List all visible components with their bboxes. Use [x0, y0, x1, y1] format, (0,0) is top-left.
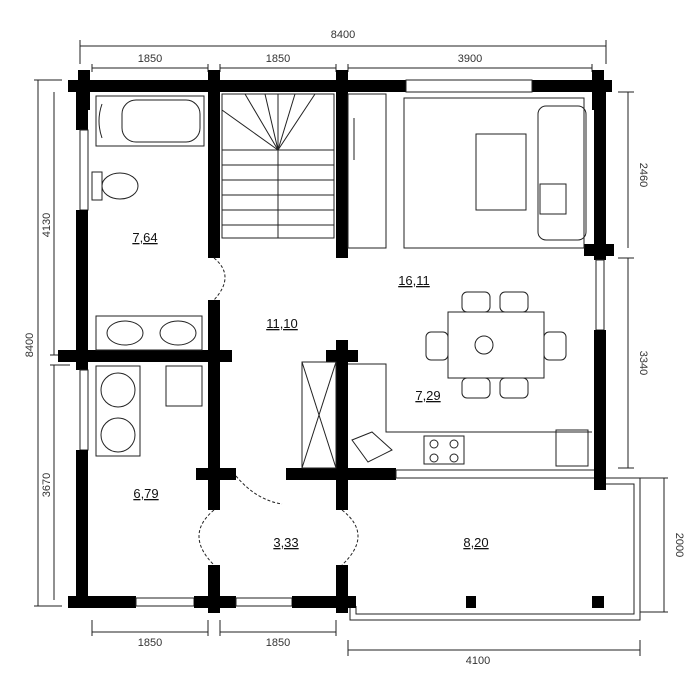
dim-bottom-2: 1850 — [266, 637, 290, 649]
kitchen-counter — [348, 363, 592, 467]
room-area-hall: 11,10 — [266, 316, 298, 331]
dim-left-2: 3670 — [41, 473, 53, 497]
dim-bottom-terrace: 4100 — [466, 655, 490, 667]
walls — [58, 70, 614, 613]
dim-right-1: 2460 — [637, 163, 649, 187]
terrace-outline — [349, 477, 641, 621]
room-area-living: 16,11 — [398, 273, 430, 288]
room-area-kitchen: 7,29 — [415, 388, 440, 403]
bathtub — [95, 95, 205, 147]
staircase — [221, 93, 335, 239]
room-area-boiler: 6,79 — [133, 486, 158, 501]
washer-dryer — [95, 365, 203, 457]
dim-top-2: 1850 — [266, 53, 290, 65]
toilet — [91, 171, 139, 201]
room-area-terrace: 8,20 — [463, 535, 488, 550]
dim-left-total: 8400 — [24, 333, 36, 357]
dim-bottom-1: 1850 — [138, 637, 162, 649]
wardrobe — [347, 93, 387, 249]
dim-top-1: 1850 — [138, 53, 162, 65]
dim-right-3: 2000 — [673, 533, 685, 557]
dim-right-2: 3340 — [637, 351, 649, 375]
fireplace — [301, 361, 337, 469]
dim-top-total: 8400 — [331, 29, 355, 41]
dim-left-1: 4130 — [41, 213, 53, 237]
room-area-vestibule: 3,33 — [273, 535, 298, 550]
room-area-bathroom: 7,64 — [132, 230, 157, 245]
double-sink — [95, 315, 203, 351]
sofa-rug — [403, 97, 587, 249]
dim-top-3: 3900 — [458, 53, 482, 65]
doors — [198, 257, 359, 566]
dining-table — [425, 291, 567, 399]
dimension-lines — [34, 40, 668, 656]
